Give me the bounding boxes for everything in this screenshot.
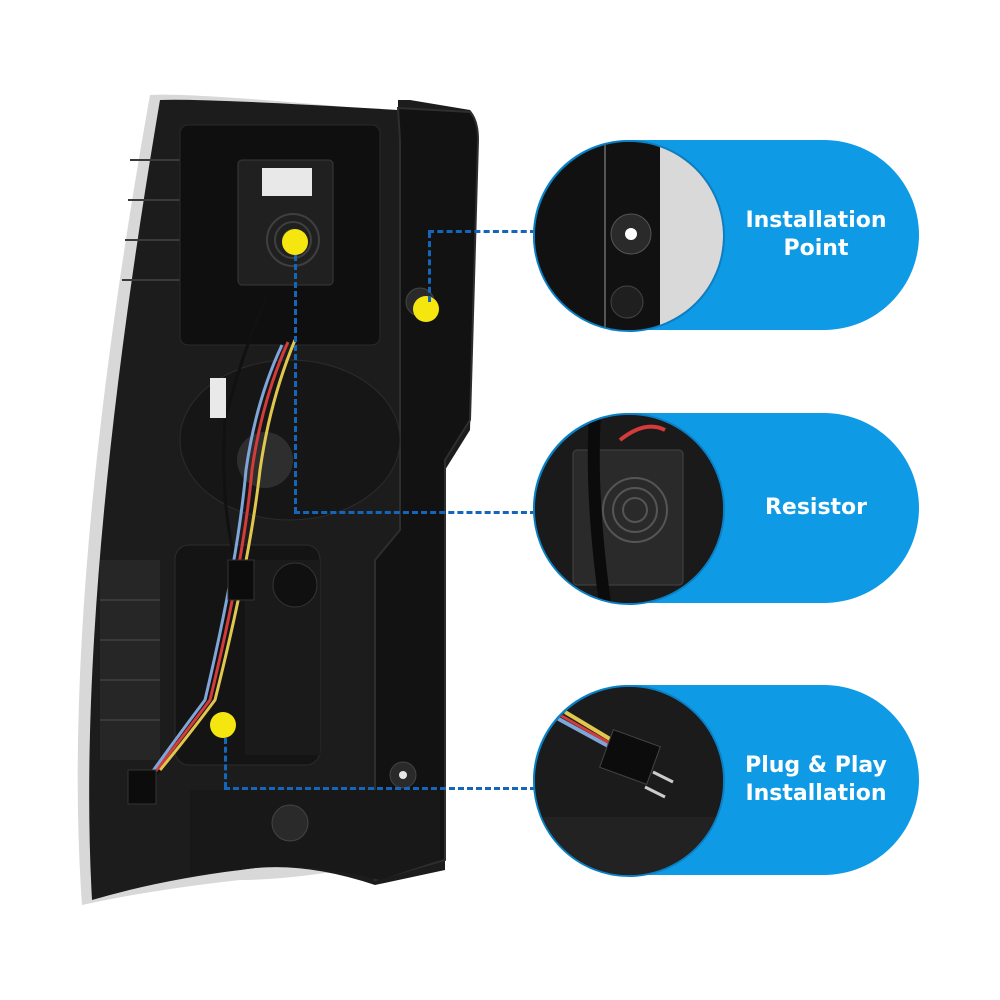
callout-label: Plug & Play Installation	[745, 753, 887, 806]
leader-line-installation-horizontal	[428, 230, 536, 233]
plug-connector-closeup-image	[533, 685, 725, 877]
bulb-socket-lower	[272, 562, 318, 608]
tail-light-housing-image	[77, 94, 480, 905]
callout-label: Resistor	[764, 495, 868, 520]
callout-plug-and-play: Plug & Play Installation	[533, 685, 919, 877]
bottom-flange	[190, 790, 440, 880]
ribbed-panel	[100, 560, 160, 760]
leader-line-installation-vertical	[428, 232, 431, 302]
resistor-label	[262, 168, 312, 196]
callout-resistor: Resistor	[533, 413, 919, 605]
marker-installation-point[interactable]	[413, 296, 439, 322]
leader-line-plug-vertical	[224, 738, 227, 788]
leader-line-resistor-horizontal	[294, 511, 536, 514]
callout-label: Installation Point	[745, 208, 887, 261]
mid-chamber	[179, 359, 401, 521]
plug-connector	[127, 769, 157, 805]
wire-connector-white	[210, 378, 226, 418]
leader-line-resistor-vertical	[294, 255, 297, 513]
wire-connector-black	[227, 559, 255, 601]
bottom-grommet	[271, 804, 309, 842]
marker-resistor[interactable]	[282, 229, 308, 255]
installation-point-closeup-image	[533, 140, 725, 332]
marker-plug[interactable]	[210, 712, 236, 738]
callout-installation-point: Installation Point	[533, 140, 919, 332]
leader-line-plug-horizontal	[224, 787, 536, 790]
mounting-flange	[374, 106, 480, 882]
resistor-closeup-image	[533, 413, 725, 605]
